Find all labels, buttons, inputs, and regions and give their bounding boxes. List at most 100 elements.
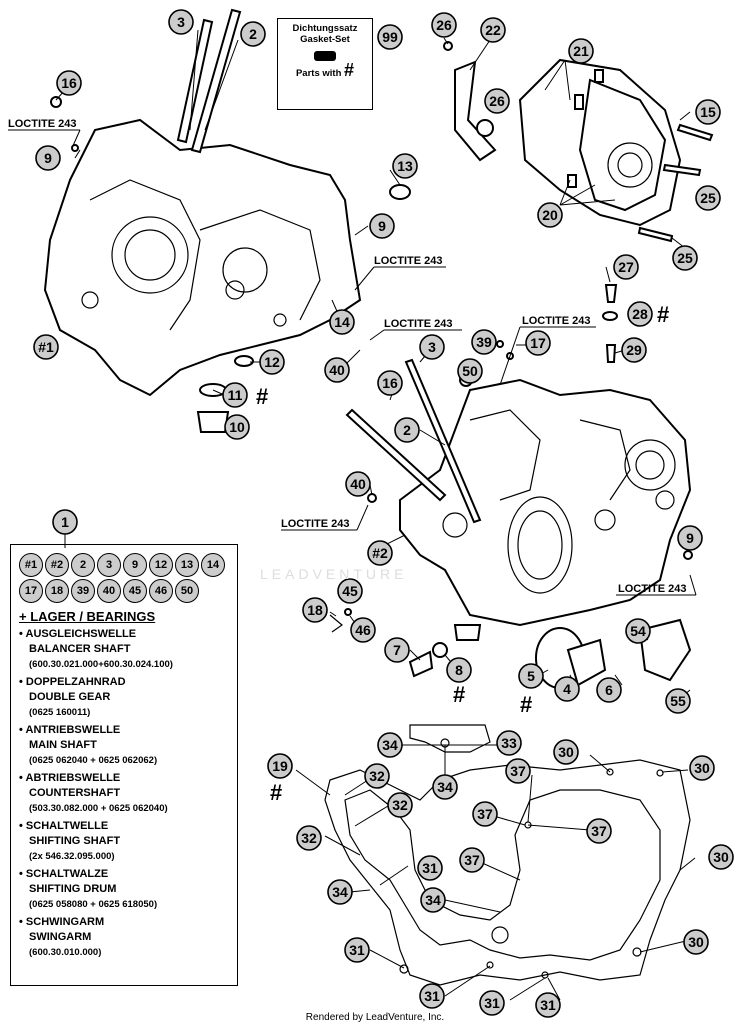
callout-10[interactable]: 10 xyxy=(224,414,250,440)
callout-19[interactable]: 19 xyxy=(267,753,293,779)
gasket-box-parts-with: Parts with # xyxy=(295,60,355,80)
svg-text:8: 8 xyxy=(455,662,463,678)
legend-chip: 13 xyxy=(175,553,199,577)
callout-33[interactable]: 33 xyxy=(496,730,522,756)
callout-30[interactable]: 30 xyxy=(553,739,579,765)
callout-3[interactable]: 3 xyxy=(168,9,194,35)
callout-25[interactable]: 25 xyxy=(672,245,698,271)
callout-34[interactable]: 34 xyxy=(420,887,446,913)
callout-2[interactable]: 2 xyxy=(394,417,420,443)
callout-18[interactable]: 18 xyxy=(302,597,328,623)
callout-26[interactable]: 26 xyxy=(431,12,457,38)
callout-34[interactable]: 34 xyxy=(377,732,403,758)
callout-9[interactable]: 9 xyxy=(677,525,703,551)
callout-3[interactable]: 3 xyxy=(419,334,445,360)
svg-text:30: 30 xyxy=(688,934,704,950)
callout-31[interactable]: 31 xyxy=(344,937,370,963)
callout-99[interactable]: 99 xyxy=(377,24,403,50)
callout-34[interactable]: 34 xyxy=(432,774,458,800)
callout-30[interactable]: 30 xyxy=(689,755,715,781)
legend-chip: 40 xyxy=(97,579,121,603)
callout-2[interactable]: 2 xyxy=(240,21,266,47)
callout-7[interactable]: 7 xyxy=(384,637,410,663)
callout-30[interactable]: 30 xyxy=(708,844,734,870)
callout-55[interactable]: 55 xyxy=(665,688,691,714)
callout-29[interactable]: 29 xyxy=(621,337,647,363)
callout-8[interactable]: 8 xyxy=(446,657,472,683)
callout-#2[interactable]: #2 xyxy=(367,540,393,566)
callout-16[interactable]: 16 xyxy=(377,370,403,396)
svg-text:45: 45 xyxy=(342,583,358,599)
callout-45[interactable]: 45 xyxy=(337,578,363,604)
legend-entry: • SCHWINGARM SWINGARM (600.30.010.000) xyxy=(19,916,105,958)
callout-31[interactable]: 31 xyxy=(535,992,561,1018)
hash-marks: # # # # # xyxy=(256,302,669,805)
callout-9[interactable]: 9 xyxy=(369,213,395,239)
callout-32[interactable]: 32 xyxy=(364,763,390,789)
callout-28[interactable]: 28 xyxy=(627,301,653,327)
callout-39[interactable]: 39 xyxy=(471,329,497,355)
svg-text:99: 99 xyxy=(382,29,398,45)
callout-5[interactable]: 5 xyxy=(518,663,544,689)
loctite-label: LOCTITE 243 xyxy=(281,504,369,531)
callout-6[interactable]: 6 xyxy=(596,677,622,703)
callout-26[interactable]: 26 xyxy=(484,88,510,114)
callout-31[interactable]: 31 xyxy=(419,983,445,1009)
callout-30[interactable]: 30 xyxy=(683,929,709,955)
callout-31[interactable]: 31 xyxy=(417,855,443,881)
callout-34[interactable]: 34 xyxy=(327,879,353,905)
callout-20[interactable]: 20 xyxy=(537,202,563,228)
callout-15[interactable]: 15 xyxy=(695,99,721,125)
svg-text:3: 3 xyxy=(177,14,185,30)
svg-text:33: 33 xyxy=(501,735,517,751)
callout-17[interactable]: 17 xyxy=(525,330,551,356)
legend-chip: #2 xyxy=(45,553,69,577)
callout-37[interactable]: 37 xyxy=(459,847,485,873)
svg-text:LOCTITE 243: LOCTITE 243 xyxy=(522,315,590,327)
callout-54[interactable]: 54 xyxy=(625,618,651,644)
callout-27[interactable]: 27 xyxy=(613,254,639,280)
callout-#1[interactable]: #1 xyxy=(33,334,59,360)
svg-text:2: 2 xyxy=(403,422,411,438)
callout-50[interactable]: 50 xyxy=(457,358,483,384)
callout-40[interactable]: 40 xyxy=(324,357,350,383)
svg-text:26: 26 xyxy=(489,93,505,109)
callout-14[interactable]: 14 xyxy=(329,309,355,335)
callout-22[interactable]: 22 xyxy=(480,17,506,43)
svg-text:2: 2 xyxy=(249,26,257,42)
callout-21[interactable]: 21 xyxy=(568,38,594,64)
callout-32[interactable]: 32 xyxy=(387,792,413,818)
callout-12[interactable]: 12 xyxy=(259,349,285,375)
callout-37[interactable]: 37 xyxy=(586,818,612,844)
legend-chip: 12 xyxy=(149,553,173,577)
callout-32[interactable]: 32 xyxy=(296,825,322,851)
svg-text:LOCTITE 243: LOCTITE 243 xyxy=(281,518,349,530)
callout-25[interactable]: 25 xyxy=(695,185,721,211)
svg-text:31: 31 xyxy=(540,997,556,1013)
callout-31[interactable]: 31 xyxy=(479,990,505,1016)
svg-text:34: 34 xyxy=(382,737,398,753)
svg-text:#2: #2 xyxy=(372,545,388,561)
callout-9[interactable]: 9 xyxy=(35,145,61,171)
svg-text:16: 16 xyxy=(382,375,398,391)
callout-16[interactable]: 16 xyxy=(56,70,82,96)
callout-1[interactable]: 1 xyxy=(52,509,78,535)
bearings-legend-box: #1 #2 2 3 9 12 13 14 17 18 39 40 45 46 5… xyxy=(10,544,238,986)
svg-text:1: 1 xyxy=(61,514,69,530)
svg-text:39: 39 xyxy=(476,334,492,350)
callout-46[interactable]: 46 xyxy=(350,617,376,643)
callout-37[interactable]: 37 xyxy=(505,758,531,784)
hash-mark: # xyxy=(256,384,268,409)
svg-text:22: 22 xyxy=(485,22,501,38)
loctite-label: LOCTITE 243 xyxy=(354,255,446,291)
legend-entry: • ANTRIEBSWELLE MAIN SHAFT (0625 062040 … xyxy=(19,724,158,766)
legend-entry: • SCHALTWELLE SHIFTING SHAFT (2x 546.32.… xyxy=(19,820,121,862)
svg-text:34: 34 xyxy=(332,884,348,900)
callout-37[interactable]: 37 xyxy=(472,801,498,827)
callout-40[interactable]: 40 xyxy=(345,471,371,497)
legend-entry: • DOPPELZAHNRAD DOUBLE GEAR (0625 160011… xyxy=(19,676,126,718)
callout-13[interactable]: 13 xyxy=(392,153,418,179)
callout-4[interactable]: 4 xyxy=(554,676,580,702)
svg-text:3: 3 xyxy=(428,339,436,355)
callout-11[interactable]: 11 xyxy=(222,382,248,408)
